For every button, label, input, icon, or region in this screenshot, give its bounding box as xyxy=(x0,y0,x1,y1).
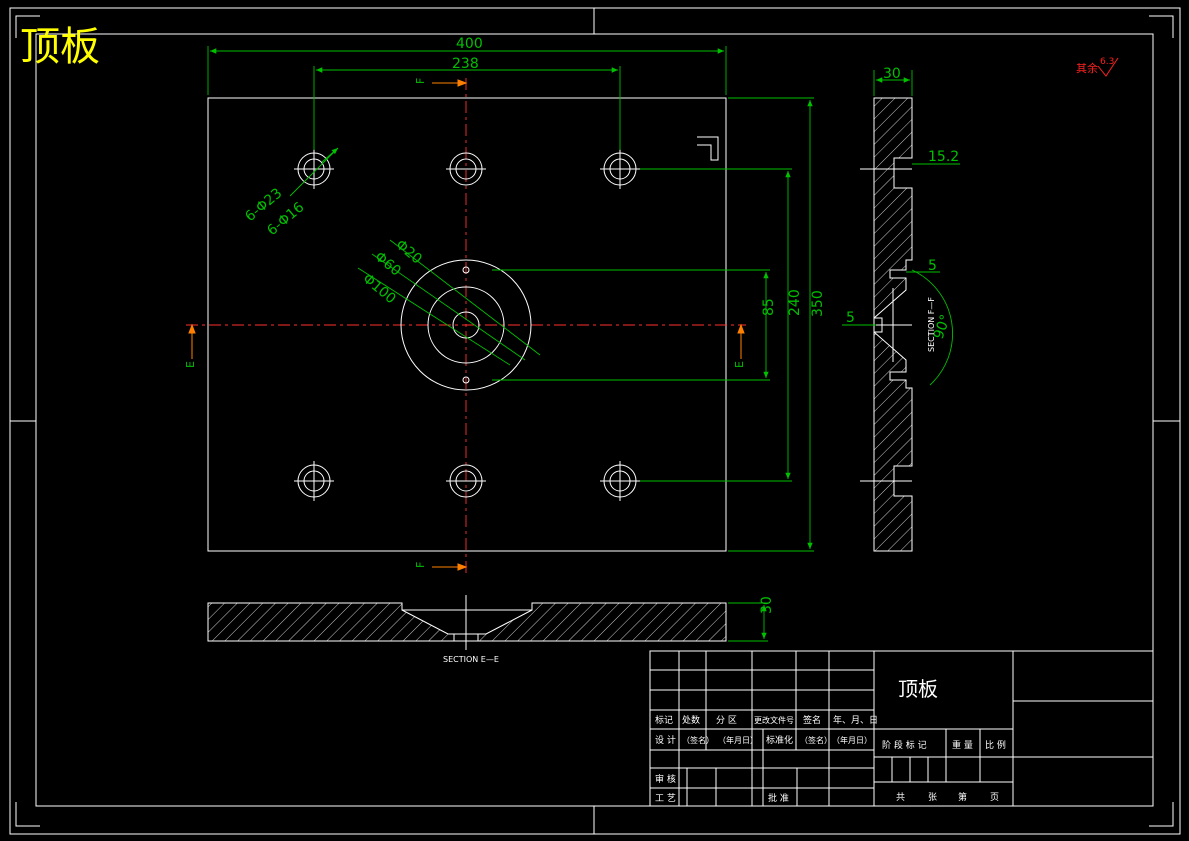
tb-standard-sign: （签名） xyxy=(800,735,832,745)
tb-scale: 比 例 xyxy=(985,739,1006,751)
tb-sheets: 张 xyxy=(928,792,937,803)
dim-350: 350 xyxy=(728,97,826,552)
corner-notch xyxy=(697,136,719,161)
plate-outline xyxy=(207,97,727,552)
tb-design: 设 计 xyxy=(655,734,676,746)
tb-standard: 标准化 xyxy=(766,734,793,746)
section-e-label-right: E xyxy=(733,361,746,368)
bolt-hole xyxy=(600,461,640,501)
tb-zone: 分 区 xyxy=(716,715,737,726)
section-ee-label: SECTION E—E xyxy=(443,655,499,664)
dim-plate-width-text: 400 xyxy=(456,36,483,52)
tb-page: 第 xyxy=(958,791,967,803)
roughness-symbol: 其余 6.3 xyxy=(1076,57,1119,77)
dim-350-text: 350 xyxy=(810,290,826,317)
bolt-holes xyxy=(294,149,640,501)
diameter-callouts: Φ20 Φ60 Φ100 xyxy=(357,237,541,366)
dim-hole-spacing-text: 238 xyxy=(452,56,479,72)
tb-pages: 页 xyxy=(990,792,999,803)
counterbore-depth-text: 15.2 xyxy=(928,149,959,165)
step-5b-text: 5 xyxy=(846,310,855,326)
tb-craft: 工 艺 xyxy=(655,793,676,804)
tb-design-sign: （签名） xyxy=(682,735,714,745)
bottom-view: 30 SECTION E—E xyxy=(207,595,775,664)
bolt-hole xyxy=(446,152,486,186)
tb-mark: 标记 xyxy=(655,714,673,726)
step-5a-text: 5 xyxy=(928,258,937,274)
drawing-frame xyxy=(9,7,1181,835)
dim-85-text: 85 xyxy=(761,298,777,316)
hole-callout: 6-Φ23 6-Φ16 xyxy=(242,147,339,239)
front-view: F F E E 400 238 xyxy=(184,36,826,575)
tb-weight: 重 量 xyxy=(952,739,973,751)
dim-240: 240 xyxy=(640,168,803,482)
side-view: 30 15.2 5 5 90° SECTION F—F xyxy=(842,66,960,552)
bolt-hole xyxy=(294,149,334,189)
section-f-label-bottom: F xyxy=(414,562,427,568)
tb-review: 审 核 xyxy=(655,773,676,785)
dim-hole-spacing: 238 xyxy=(313,56,621,150)
tb-date: 年、月、日 xyxy=(833,714,878,726)
section-ff-label: SECTION F—F xyxy=(927,297,936,352)
drawing-title: 顶板 xyxy=(898,677,938,701)
bolt-hole xyxy=(446,464,486,498)
section-e-label-left: E xyxy=(184,361,197,368)
dim-85: 85 xyxy=(492,269,777,381)
tb-standard-date: （年月日） xyxy=(832,735,872,745)
angle-text: 90° xyxy=(931,313,955,342)
tb-change-doc: 更改文件号 xyxy=(754,715,794,725)
dim-plate-width: 400 xyxy=(207,36,727,95)
bolt-hole xyxy=(600,149,640,189)
roughness-note: 其余 xyxy=(1076,61,1098,75)
tb-count: 处数 xyxy=(682,714,700,726)
tb-sign: 签名 xyxy=(803,714,821,726)
title-block: 顶板 标记 处数 分 区 更改文件号 签名 年、月、日 设 计 （签名） （年月… xyxy=(649,650,1154,807)
bolt-hole xyxy=(294,461,334,501)
section-f-arrows: F F xyxy=(414,78,468,571)
section-f-label-top: F xyxy=(414,78,427,84)
section-e-arrows: E E xyxy=(184,323,746,368)
roughness-value: 6.3 xyxy=(1100,57,1114,67)
center-boss xyxy=(400,259,532,391)
tb-approve: 批 准 xyxy=(768,792,789,804)
tb-stage-mark: 阶 段 标 记 xyxy=(882,739,927,751)
tb-design-date: （年月日） xyxy=(718,735,758,745)
tb-total: 共 xyxy=(896,792,905,803)
corner-title: 顶板 xyxy=(20,24,100,70)
dim-240-text: 240 xyxy=(787,289,803,316)
side-thickness-text: 30 xyxy=(883,66,901,82)
bottom-thickness-text: 30 xyxy=(759,596,775,614)
